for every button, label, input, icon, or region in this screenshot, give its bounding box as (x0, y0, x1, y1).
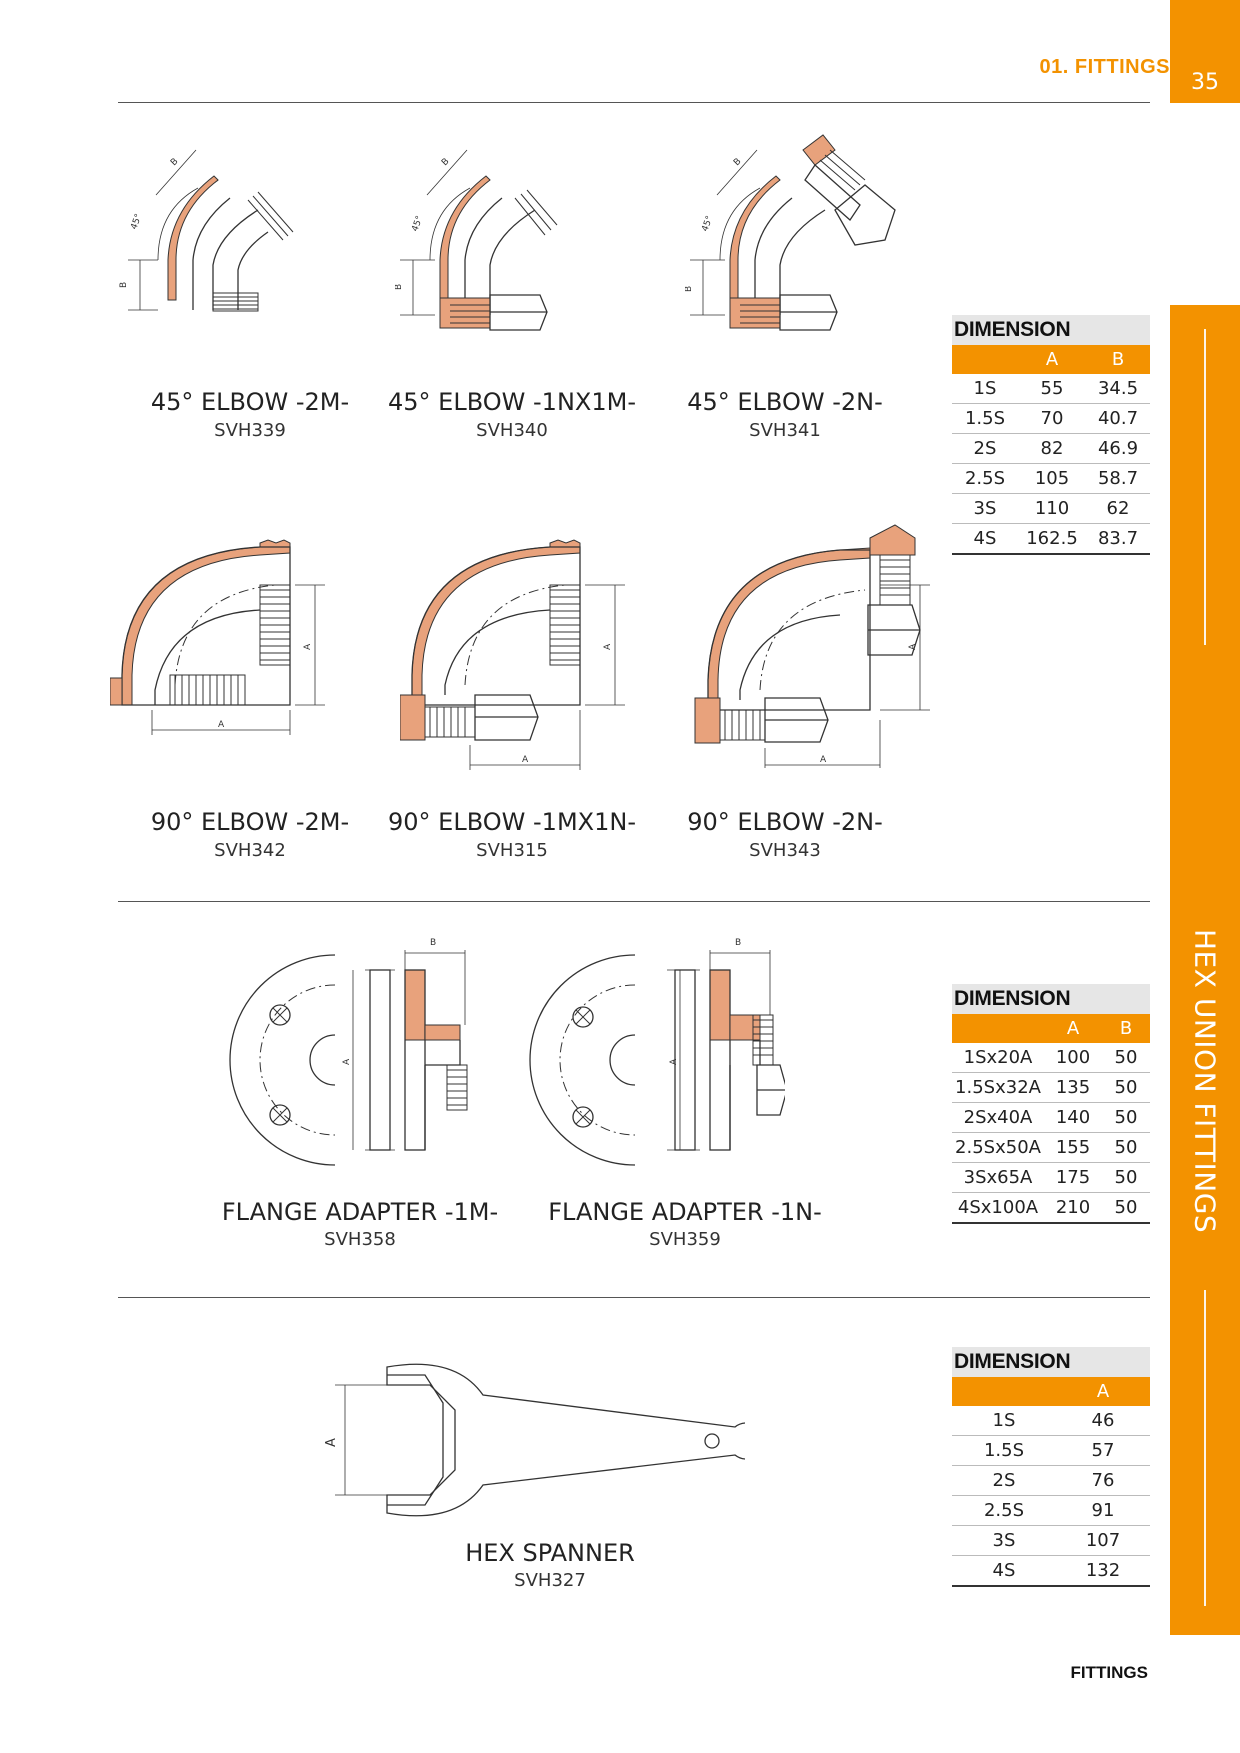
page-number-tab: 35 (1170, 0, 1240, 103)
product-title: 45° ELBOW -1NX1M- (388, 388, 636, 416)
table-title: DIMENSION (952, 1347, 1150, 1377)
table-header-row: A (952, 1377, 1150, 1406)
flange-adapter-1n-drawing: B A (529, 938, 785, 1166)
side-tab: HEX UNION FITTINGS (1170, 305, 1240, 1635)
header-divider (118, 102, 1150, 103)
dim-label-a2: A (218, 720, 225, 730)
section-divider (118, 901, 1150, 902)
product-code: SVH327 (514, 1570, 586, 1591)
product-title: FLANGE ADAPTER -1N- (548, 1198, 822, 1226)
product-code: SVH341 (749, 420, 821, 441)
dim-label-a: A (908, 643, 918, 650)
product-code: SVH358 (324, 1229, 396, 1250)
dim-label-a: A (324, 1438, 339, 1447)
side-tab-label: HEX UNION FITTINGS (1188, 929, 1222, 1234)
side-tab-line-bottom (1204, 1290, 1206, 1606)
section-divider (118, 1297, 1150, 1298)
product-title: 90° ELBOW -2N- (687, 808, 883, 836)
product-code: SVH340 (476, 420, 548, 441)
product-code: SVH315 (476, 840, 548, 861)
dim-label-a: A (669, 1058, 679, 1065)
product-title: 45° ELBOW -2N- (687, 388, 883, 416)
dim-label-angle: 45° (700, 215, 715, 233)
page-number: 35 (1191, 70, 1219, 95)
table-title: DIMENSION (952, 984, 1150, 1014)
dim-label-a: A (342, 1058, 352, 1065)
dim-label-a: A (303, 643, 313, 650)
dim-label-b2: B (169, 157, 180, 168)
product-title: 45° ELBOW -2M- (150, 388, 350, 416)
product-code: SVH339 (214, 420, 286, 441)
dim-label-a: A (603, 643, 613, 650)
dim-label-b: B (430, 938, 436, 948)
section-label: 01. FITTINGS (1039, 56, 1170, 78)
dim-label-a2: A (820, 755, 827, 765)
product-code: SVH359 (649, 1229, 721, 1250)
side-tab-line-top (1204, 329, 1206, 645)
elbow-45-2m-drawing: B 45° B (119, 149, 294, 312)
dim-label-b: B (735, 938, 741, 948)
elbow-45-2n-drawing: B 45° B (685, 134, 896, 331)
dim-label-b2: B (732, 157, 743, 168)
dim-label-angle: 45° (410, 215, 425, 233)
dim-label-angle: 45° (129, 213, 144, 231)
product-title: 90° ELBOW -1MX1N- (388, 808, 636, 836)
product-code: SVH342 (214, 840, 286, 861)
dim-label-b: B (685, 286, 694, 292)
dim-label-a2: A (522, 755, 529, 765)
footer-label: FITTINGS (1070, 1663, 1148, 1682)
table-title: DIMENSION (952, 315, 1150, 345)
elbow-90-2m-drawing: A A (110, 539, 325, 735)
dim-label-b: B (395, 284, 404, 290)
product-title: FLANGE ADAPTER -1M- (221, 1198, 499, 1226)
product-title: HEX SPANNER (465, 1539, 635, 1567)
dim-label-b2: B (440, 157, 451, 168)
product-title: 90° ELBOW -2M- (150, 808, 350, 836)
product-code: SVH343 (749, 840, 821, 861)
hex-spanner-drawing: A (324, 1363, 745, 1517)
dim-label-b: B (119, 282, 129, 288)
elbow-45-1nx1m-drawing: B 45° B (395, 149, 558, 331)
flange-adapter-1m-drawing: B A (229, 938, 468, 1166)
elbow-90-2n-drawing: A A (694, 524, 930, 768)
elbow-90-1mx1n-drawing: A A (400, 539, 625, 770)
